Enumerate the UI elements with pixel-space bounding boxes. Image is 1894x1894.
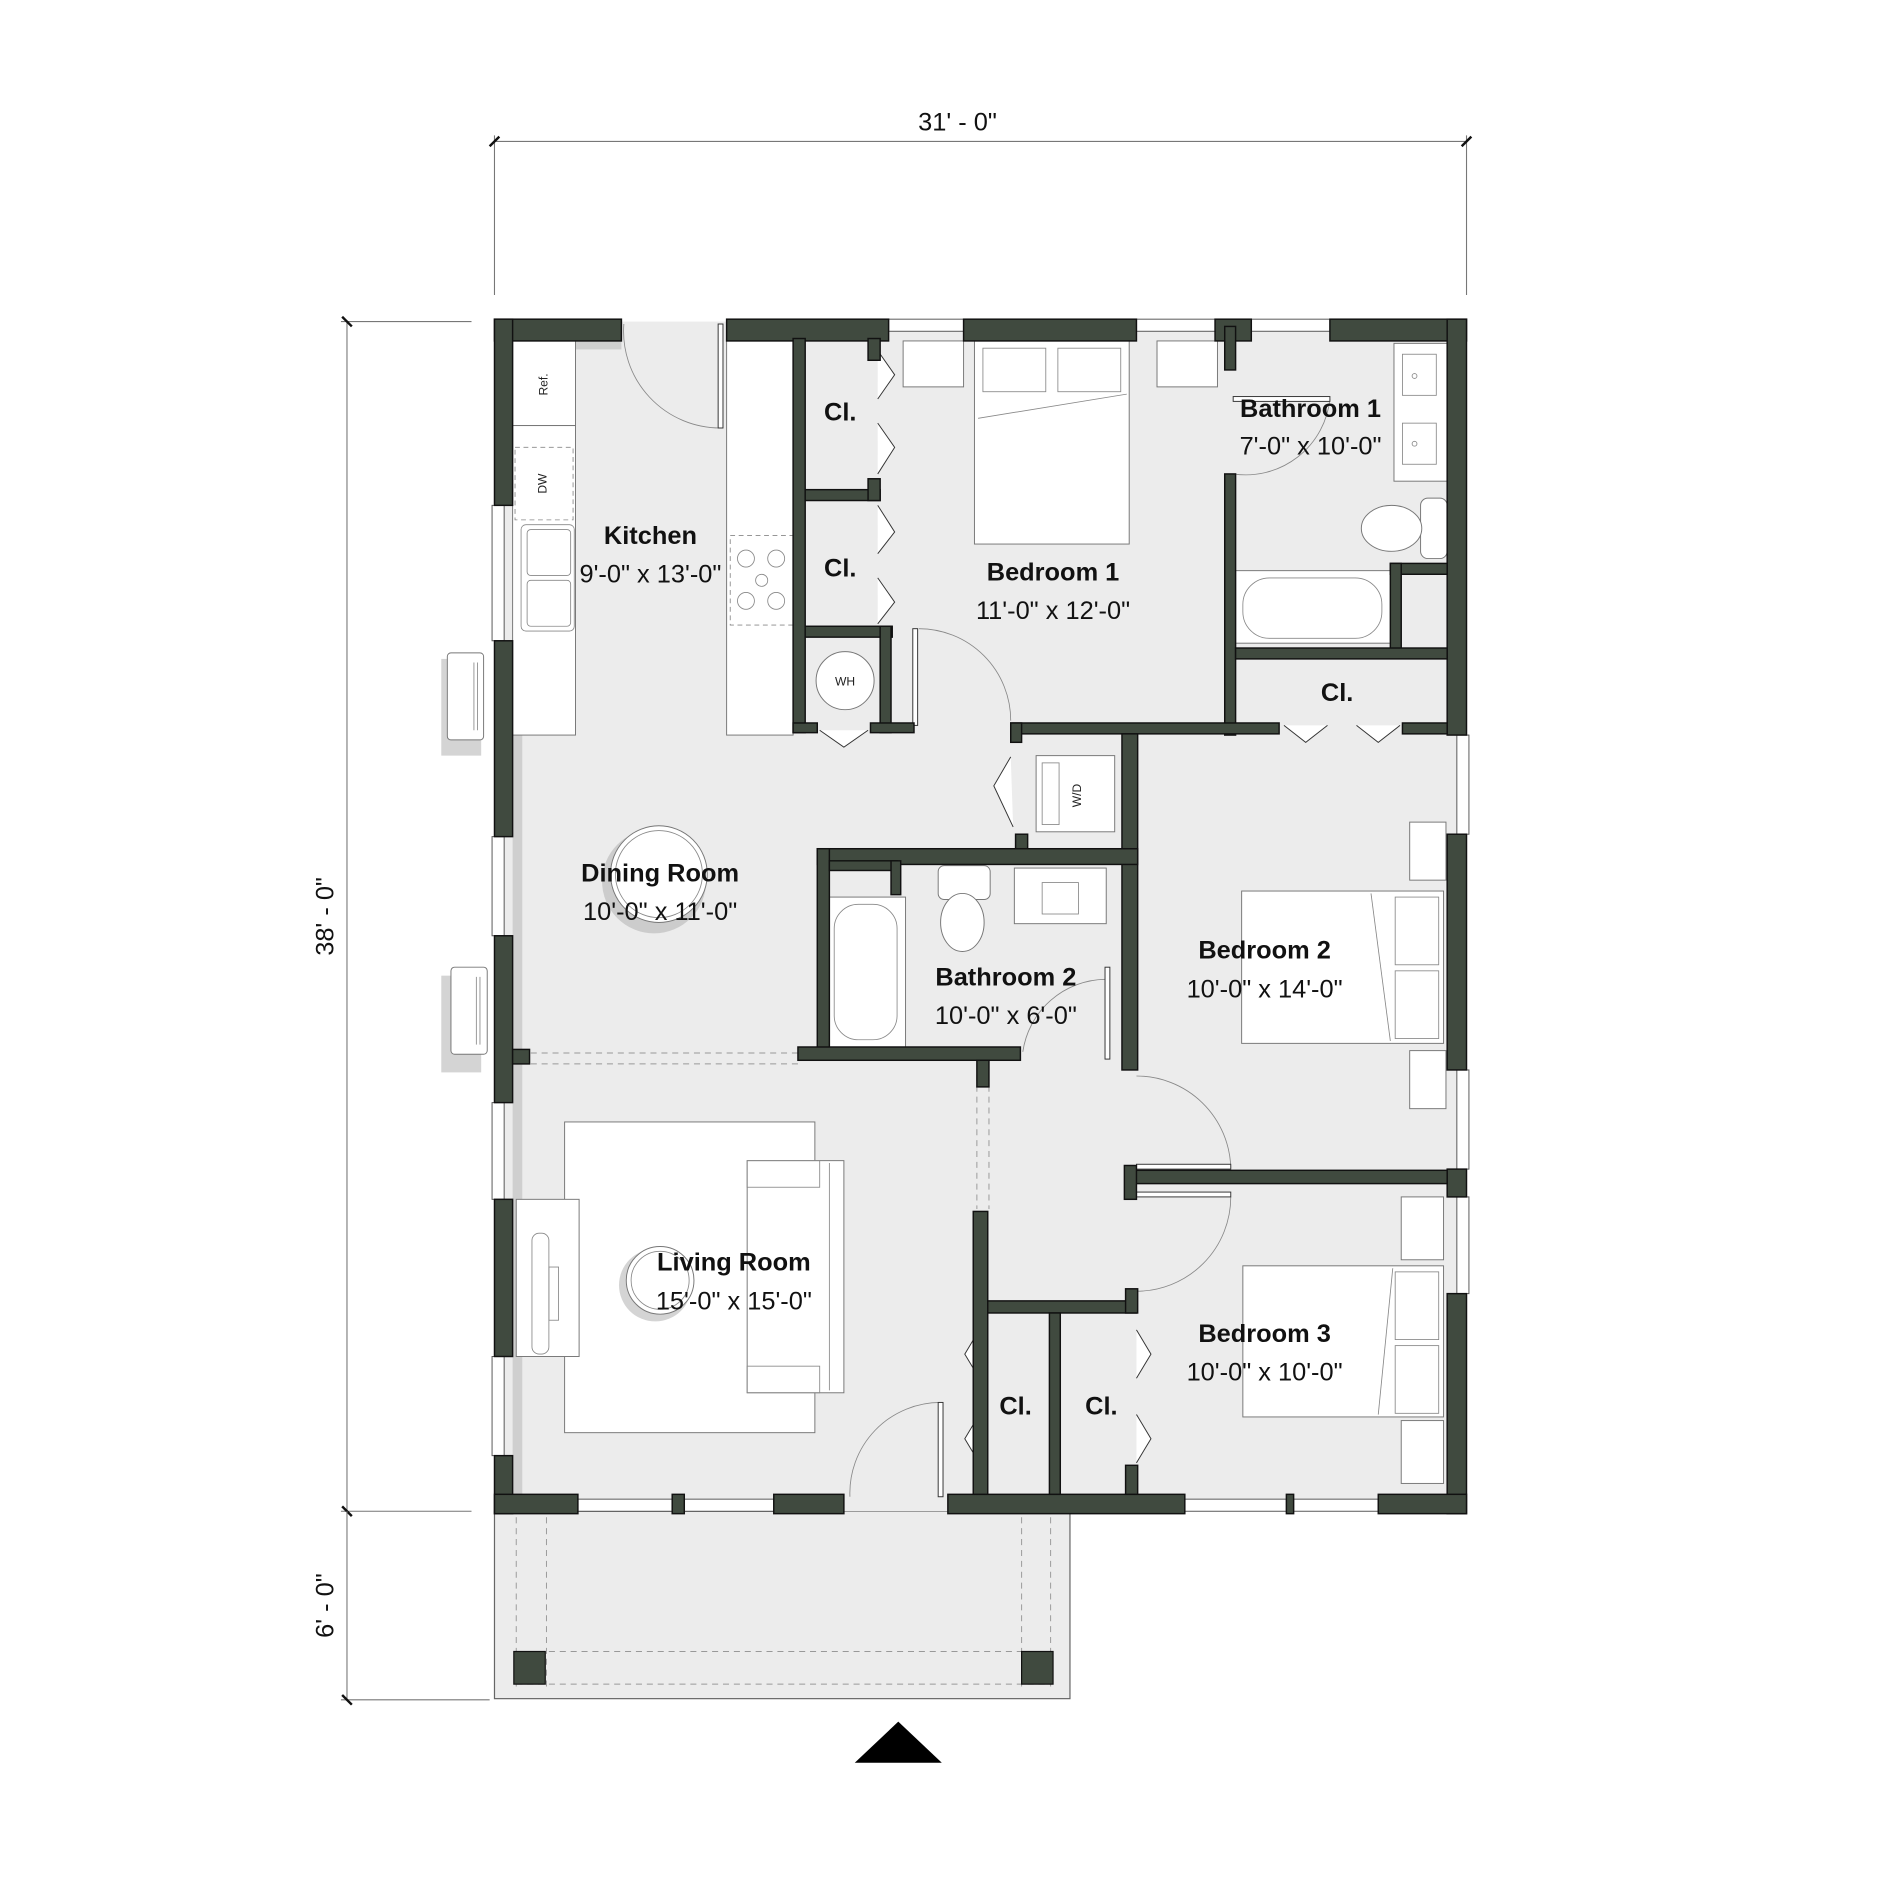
dining-table <box>610 825 708 923</box>
dishwasher-label: DW <box>535 473 549 494</box>
bedroom3-size: 10'-0" x 10'-0" <box>1187 1359 1343 1387</box>
dining-size: 10'-0" x 11'-0" <box>583 898 737 926</box>
bathroom1-name: Bathroom 1 <box>1240 395 1381 423</box>
kitchen-name: Kitchen <box>604 522 697 550</box>
dimension-porch-label: 6' - 0" <box>312 1573 340 1638</box>
room-bathroom-2[interactable]: Bathroom 2 10'-0" x 6'-0" <box>935 963 1077 1030</box>
room-bedroom-3[interactable]: Bedroom 3 10'-0" x 10'-0" <box>1187 1320 1343 1387</box>
bedroom1-name: Bedroom 1 <box>987 558 1120 586</box>
living-name: Living Room <box>657 1249 811 1277</box>
walls <box>493 318 1468 1515</box>
room-bedroom-1[interactable]: Bedroom 1 11'-0" x 12'-0" <box>976 558 1130 625</box>
exterior-ac-units <box>441 652 488 1073</box>
washer-dryer-label: W/D <box>1070 784 1084 808</box>
dimension-width-label: 31' - 0" <box>918 109 997 137</box>
closet-bed1-lower[interactable]: Cl. <box>824 555 856 583</box>
living-room-furniture <box>515 1121 845 1434</box>
bathroom2-size: 10'-0" x 6'-0" <box>935 1002 1077 1030</box>
bedroom1-furniture <box>902 340 1218 545</box>
north-arrow-icon <box>854 1721 942 1763</box>
bedroom2-size: 10'-0" x 14'-0" <box>1187 975 1343 1003</box>
bathroom2-name: Bathroom 2 <box>935 963 1076 991</box>
closet-bedroom3[interactable]: Cl. <box>1085 1393 1117 1421</box>
dimension-depth-label: 38' - 0" <box>312 877 340 956</box>
closet-hall-top-right[interactable]: Cl. <box>1321 679 1353 707</box>
bedroom2-name: Bedroom 2 <box>1198 937 1331 965</box>
bedroom1-size: 11'-0" x 12'-0" <box>976 597 1130 625</box>
kitchen-size: 9'-0" x 13'-0" <box>579 561 721 589</box>
windows <box>491 318 1470 1512</box>
washer-dryer <box>1035 755 1116 833</box>
bathroom2-fixtures <box>826 865 1107 1050</box>
living-size: 15'-0" x 15'-0" <box>656 1287 812 1315</box>
bathroom1-fixtures <box>1235 342 1448 644</box>
dimension-width: 31' - 0" <box>488 109 1473 295</box>
room-kitchen[interactable]: Kitchen 9'-0" x 13'-0" <box>579 522 721 589</box>
porch-post-left <box>513 1650 546 1685</box>
water-heater-label: WH <box>835 675 855 689</box>
doors <box>623 323 1401 1498</box>
bedroom3-name: Bedroom 3 <box>1198 1320 1331 1348</box>
water-heater <box>815 651 875 711</box>
dimension-porch: 6' - 0" <box>312 1511 490 1706</box>
room-living[interactable]: Living Room 15'-0" x 15'-0" <box>656 1249 812 1316</box>
front-porch <box>493 1510 1071 1700</box>
porch-post-right <box>1021 1650 1054 1685</box>
bedroom2-furniture <box>1241 821 1447 1110</box>
dining-name: Dining Room <box>581 859 739 887</box>
bathroom1-size: 7'-0" x 10'-0" <box>1240 433 1382 461</box>
closet-bed1-upper[interactable]: Cl. <box>824 399 856 427</box>
room-bathroom-1[interactable]: Bathroom 1 7'-0" x 10'-0" <box>1240 395 1382 460</box>
room-bedroom-2[interactable]: Bedroom 2 10'-0" x 14'-0" <box>1187 937 1343 1004</box>
dimension-depth: 38' - 0" <box>312 315 472 1517</box>
room-dining[interactable]: Dining Room 10'-0" x 11'-0" <box>581 859 739 926</box>
closet-hall-bottom-left[interactable]: Cl. <box>999 1393 1031 1421</box>
refrigerator-label: Ref. <box>537 373 551 395</box>
bedroom3-furniture <box>1242 1196 1445 1484</box>
